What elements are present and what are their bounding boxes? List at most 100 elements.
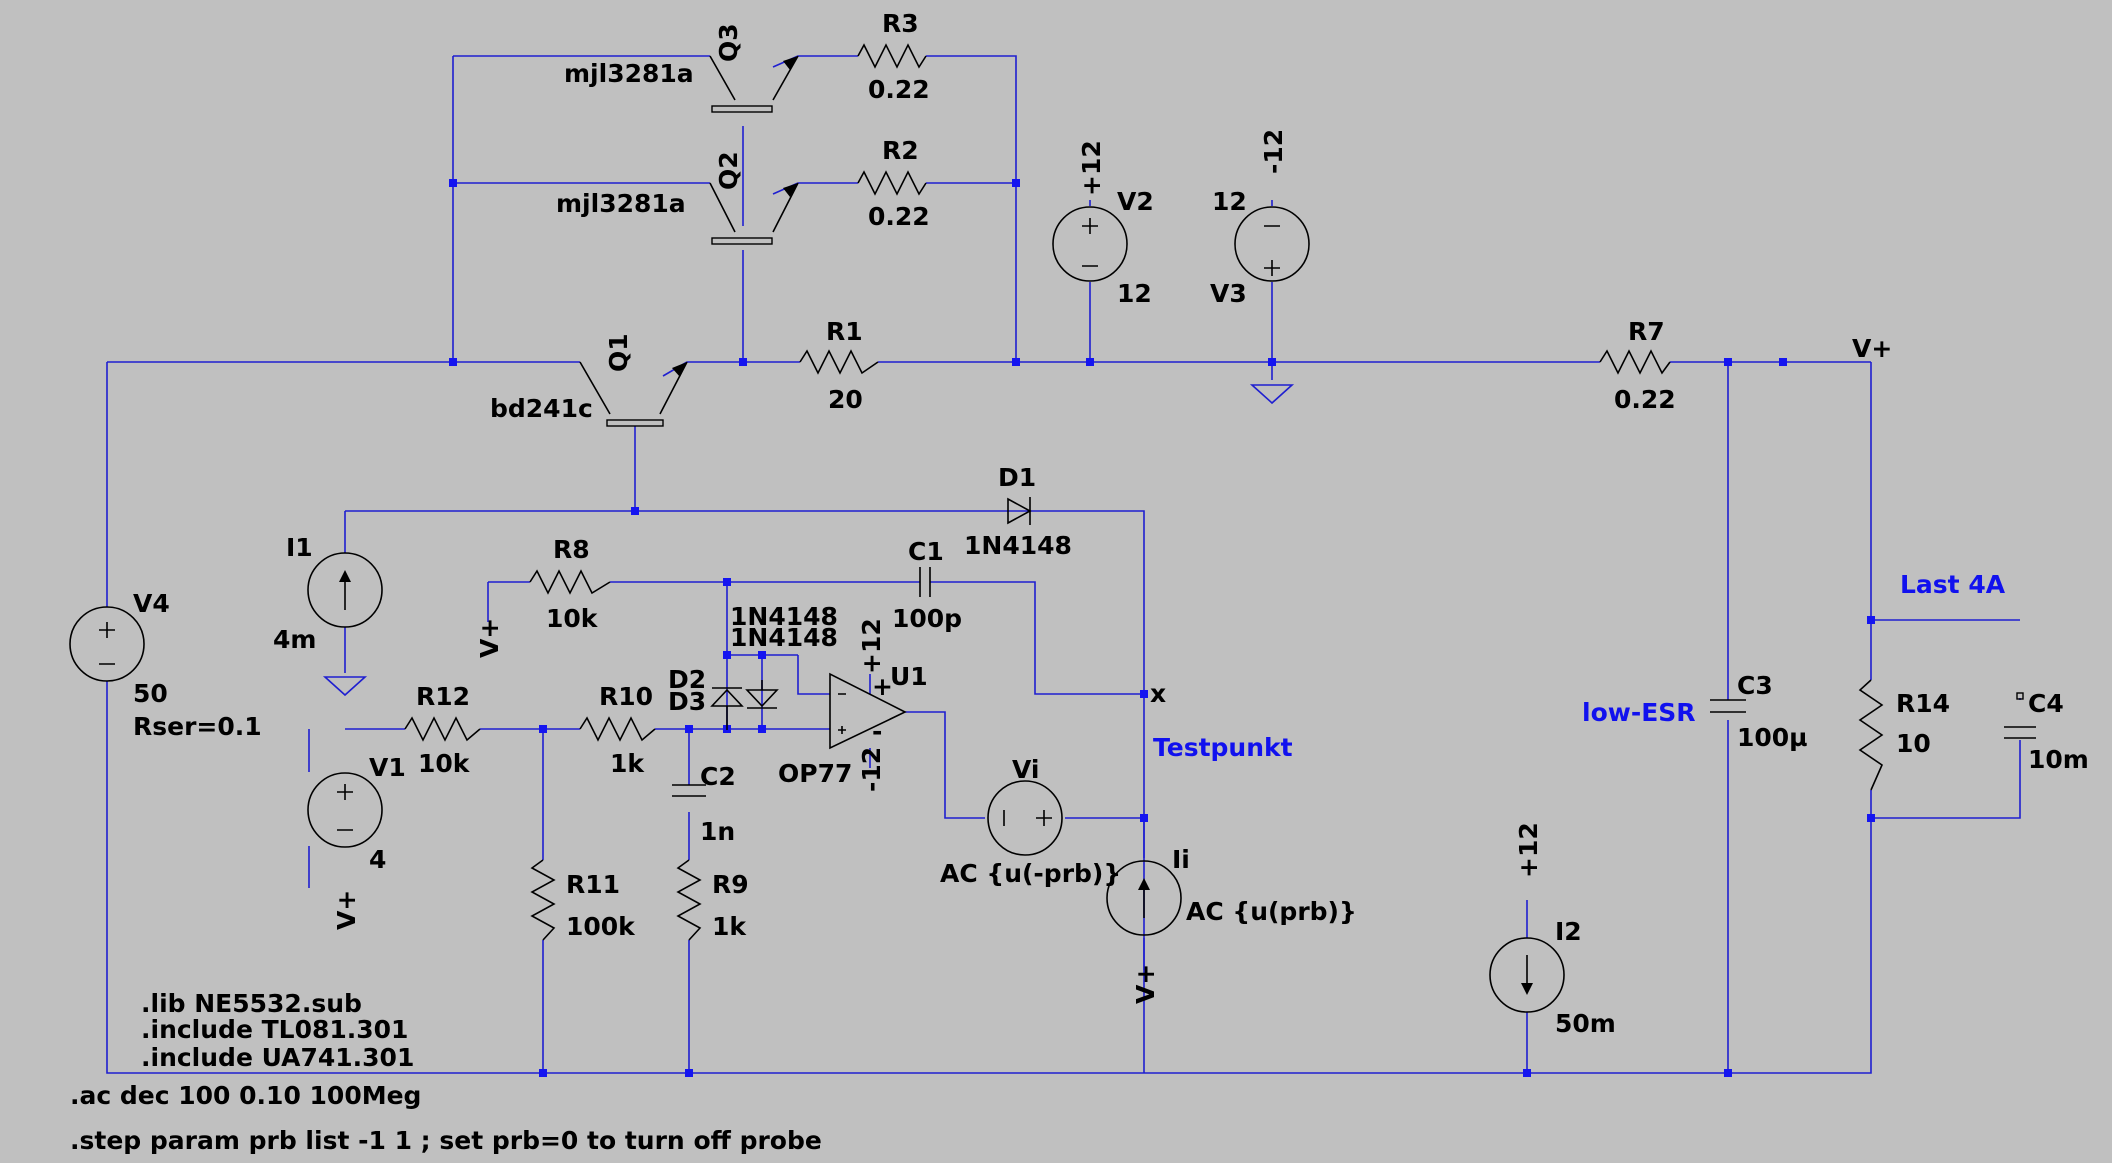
svg-text:+: +: [872, 672, 893, 701]
r12-value: 10k: [418, 749, 471, 778]
ii-net: V+: [1131, 964, 1160, 1004]
resistor-r12[interactable]: [404, 716, 481, 742]
q3-model: mjl3281a: [564, 59, 694, 88]
c3-name: C3: [1737, 671, 1773, 700]
current-source-i2[interactable]: [1489, 937, 1565, 1013]
directive-ac: .ac dec 100 0.10 100Meg: [70, 1081, 421, 1110]
opamp-u1[interactable]: + -: [829, 672, 907, 750]
v2-value: 12: [1117, 279, 1152, 308]
directive-step: .step param prb list -1 1 ; set prb=0 to…: [70, 1126, 822, 1155]
q1-model: bd241c: [490, 394, 593, 423]
v4-value: 50: [133, 679, 168, 708]
resistor-r14[interactable]: [1858, 679, 1884, 791]
u1-name: U1: [890, 662, 928, 691]
vi-name: Vi: [1012, 755, 1039, 784]
spice-directives: .lib NE5532.sub .include TL081.301 .incl…: [70, 989, 822, 1155]
r14-name: R14: [1896, 689, 1950, 718]
c4-value: 10m: [2028, 745, 2089, 774]
d3-model: 1N4148: [730, 602, 838, 631]
diode-d2[interactable]: [710, 687, 744, 730]
current-source-ii[interactable]: [1106, 860, 1182, 936]
r3-value: 0.22: [868, 75, 930, 104]
resistor-r11[interactable]: [530, 859, 556, 941]
c1-value: 100p: [892, 604, 962, 633]
r11-value: 100k: [566, 912, 636, 941]
q2-name: Q2: [714, 151, 743, 190]
wires: [106, 55, 2021, 1074]
r8-name: R8: [553, 535, 590, 564]
junction-dots: [449, 179, 1875, 1077]
r10-name: R10: [599, 682, 653, 711]
testpoint-label: Testpunkt: [1153, 733, 1293, 762]
r9-name: R9: [712, 870, 749, 899]
v3-value: 12: [1212, 187, 1247, 216]
r8-value: 10k: [546, 604, 599, 633]
v2-name: V2: [1117, 187, 1154, 216]
resistor-r1[interactable]: [799, 349, 879, 375]
v2-net: +12: [1077, 140, 1106, 196]
capacitor-c2[interactable]: [672, 784, 706, 797]
d2-name: D2: [668, 665, 706, 694]
diode-d3[interactable]: [745, 680, 779, 709]
i2-name: I2: [1555, 917, 1582, 946]
d3-name: D3: [668, 687, 706, 716]
d1-name: D1: [998, 463, 1036, 492]
transistor-q3[interactable]: [709, 55, 799, 113]
r12-name: R12: [416, 682, 470, 711]
resistor-r8[interactable]: [529, 569, 611, 595]
u1-vpos: +12: [857, 618, 886, 674]
r7-name: R7: [1628, 317, 1665, 346]
voltage-source-v1[interactable]: [307, 772, 383, 848]
directive-lib: .lib NE5532.sub: [141, 989, 362, 1018]
i1-value: 4m: [273, 625, 316, 654]
r14-value: 10: [1896, 729, 1931, 758]
c2-value: 1n: [700, 817, 735, 846]
v3-name: V3: [1210, 279, 1247, 308]
voltage-source-v3[interactable]: [1234, 206, 1310, 282]
ground-symbol-main: [1249, 384, 1295, 405]
r10-value: 1k: [610, 749, 645, 778]
c3-value: 100µ: [1737, 723, 1808, 752]
u1-vneg: -12: [857, 747, 886, 792]
svg-text:-: -: [872, 717, 882, 746]
voltage-source-vi[interactable]: [987, 780, 1063, 856]
q1-name: Q1: [604, 333, 633, 372]
r7-value: 0.22: [1614, 385, 1676, 414]
resistor-r3[interactable]: [857, 43, 927, 69]
directive-include2: .include UA741.301: [141, 1043, 414, 1072]
v4-name: V4: [133, 589, 170, 618]
r1-value: 20: [828, 385, 863, 414]
resistor-r9[interactable]: [676, 859, 702, 941]
voltage-source-v4[interactable]: [69, 606, 145, 682]
i2-net: +12: [1514, 822, 1543, 878]
load-label: Last 4A: [1900, 570, 2006, 599]
component-labels: Q3 mjl3281a Q2 mjl3281a Q1 bd241c R3 0.2…: [133, 9, 2089, 1038]
i2-value: 50m: [1555, 1009, 1616, 1038]
i1-name: I1: [286, 533, 313, 562]
transistor-q1[interactable]: [579, 361, 688, 427]
r3-name: R3: [882, 9, 919, 38]
transistor-q2[interactable]: [709, 182, 799, 245]
r9-value: 1k: [712, 912, 747, 941]
resistor-r2[interactable]: [857, 170, 927, 196]
current-source-i1[interactable]: [307, 552, 383, 628]
resistor-r7[interactable]: [1599, 349, 1671, 375]
c1-name: C1: [908, 537, 944, 566]
q2-model: mjl3281a: [556, 189, 686, 218]
r2-name: R2: [882, 136, 919, 165]
voltage-source-v2[interactable]: [1052, 206, 1128, 282]
diode-d1[interactable]: [1007, 497, 1034, 525]
ground-symbol-i1: [322, 676, 368, 697]
net-label-x: x: [1150, 679, 1166, 708]
v1-name: V1: [369, 753, 406, 782]
v1-net: V+: [332, 890, 361, 930]
capacitor-c1[interactable]: [919, 567, 931, 597]
v3-net: -12: [1259, 129, 1288, 174]
r2-value: 0.22: [868, 202, 930, 231]
capacitor-c4[interactable]: [2004, 692, 2036, 739]
annotations: Last 4A Testpunkt low-ESR: [1153, 570, 2006, 762]
resistor-r10[interactable]: [579, 716, 656, 742]
d2-model: 1N4148: [730, 623, 838, 652]
capacitor-c3[interactable]: [1710, 699, 1746, 713]
directive-include1: .include TL081.301: [141, 1015, 408, 1044]
